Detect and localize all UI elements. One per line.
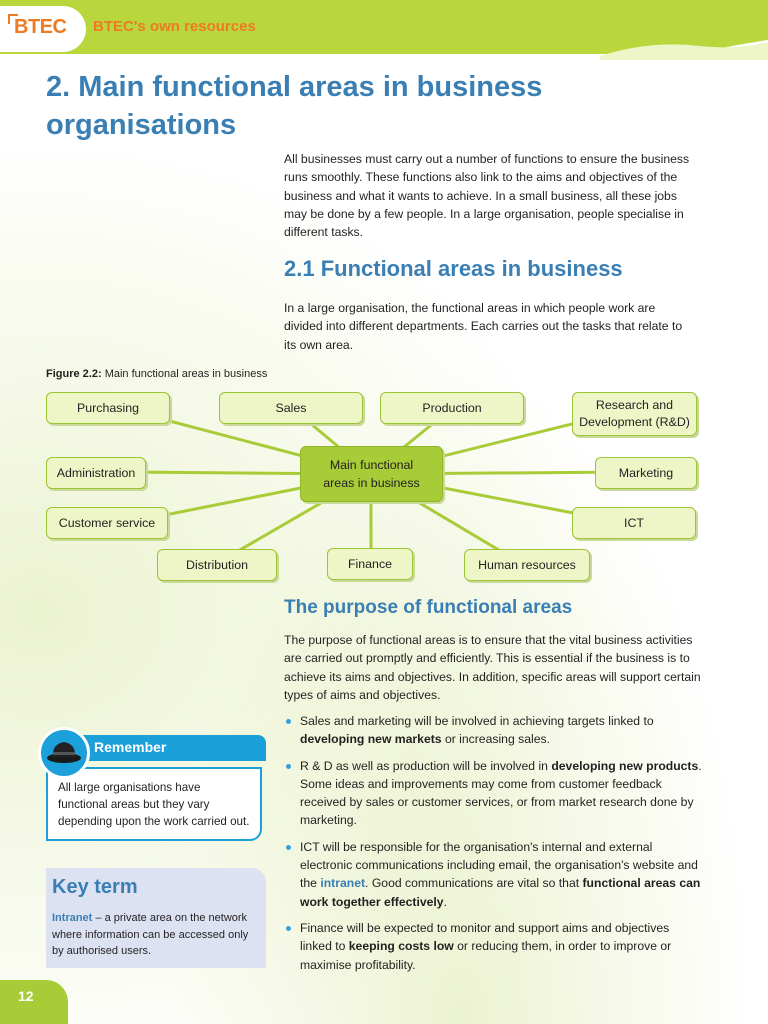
logo-pill (0, 6, 86, 52)
center-line-2: areas in business (323, 476, 420, 490)
bullet-text: or increasing sales. (441, 732, 550, 747)
purpose-bullet-list: Sales and marketing will be involved in … (284, 712, 704, 982)
bullet-text: R & D as well as production will be invo… (300, 758, 552, 773)
figure-caption-text: Main functional areas in business (104, 368, 268, 380)
btec-logo: BTEC (8, 14, 67, 39)
key-term-box: Key term Intranet – a private area on th… (46, 868, 266, 968)
diagram-center-node: Main functional areas in business (300, 446, 443, 502)
remember-badge (38, 727, 90, 779)
bullet-text: Sales and marketing will be involved in … (300, 714, 654, 728)
node-marketing: Marketing (595, 457, 697, 489)
purpose-heading: The purpose of functional areas (284, 597, 573, 618)
bullet-text: ICT will be responsible for the organisa… (300, 839, 698, 891)
list-item: Sales and marketing will be involved in … (284, 712, 704, 749)
page-number-tab (0, 980, 68, 1024)
bullet-term: intranet (320, 876, 366, 891)
node-purchasing: Purchasing (46, 392, 170, 424)
header: BTEC BTEC's own resources (0, 0, 768, 56)
node-administration: Administration (46, 457, 146, 489)
node-human-resources: Human resources (464, 549, 590, 581)
page-title: 2. Main functional areas in business org… (46, 71, 543, 141)
figure-caption: Figure 2.2: Main functional areas in bus… (46, 368, 267, 380)
key-term-body: Intranet – a private area on the network… (52, 910, 252, 960)
node-finance: Finance (327, 548, 413, 580)
node-customer-service: Customer service (46, 507, 168, 539)
bullet-text: . Good communications are vital so that (365, 876, 583, 891)
bullet-keyword: keeping costs low (348, 939, 454, 954)
bullet-text: . (443, 894, 447, 909)
center-line-1: Main functional (329, 458, 414, 472)
bullet-text: . Some ideas and improvements may come f… (300, 758, 702, 828)
hat-icon (47, 742, 81, 763)
key-term-word: Intranet (52, 912, 93, 924)
series-title: BTEC's own resources (93, 18, 256, 35)
bullet-text: Finance will be expected to monitor and … (300, 920, 670, 954)
rd-line-2: Development (R&D) (579, 415, 690, 429)
bullet-keyword: developing new products (551, 758, 699, 773)
rd-line-1: Research and (595, 398, 674, 412)
node-production: Production (380, 392, 524, 424)
remember-title: Remember (94, 739, 167, 755)
list-item: R & D as well as production will be invo… (284, 757, 704, 830)
figure-label: Figure 2.2: (46, 368, 102, 380)
bullet-keyword: functional areas can work together effec… (300, 876, 701, 909)
purpose-paragraph: The purpose of functional areas is to en… (284, 633, 701, 702)
header-band (0, 0, 768, 60)
node-sales: Sales (219, 392, 363, 424)
section-heading-2-1: 2.1 Functional areas in business (284, 256, 623, 281)
bullet-keyword: developing new markets (300, 732, 442, 747)
node-distribution: Distribution (157, 549, 277, 581)
bullet-text: or reducing them, in order to improve or… (300, 939, 672, 972)
remember-title-bar (62, 735, 266, 761)
logo-text: BTEC (14, 16, 67, 38)
intro-paragraph: All businesses must carry out a number o… (284, 152, 690, 240)
key-term-title: Key term (52, 876, 138, 898)
key-term-definition: – a private area on the network where in… (52, 912, 249, 957)
list-item: Finance will be expected to monitor and … (284, 919, 704, 974)
logo-mark-icon (8, 14, 18, 24)
section-2-1-paragraph: In a large organisation, the functional … (284, 301, 683, 352)
node-ict: ICT (572, 507, 696, 539)
remember-body: All large organisations have functional … (46, 767, 262, 841)
list-item: ICT will be responsible for the organisa… (284, 838, 704, 911)
page-number: 12 (18, 988, 34, 1004)
remember-box: Remember All large organisations have fu… (38, 727, 266, 845)
